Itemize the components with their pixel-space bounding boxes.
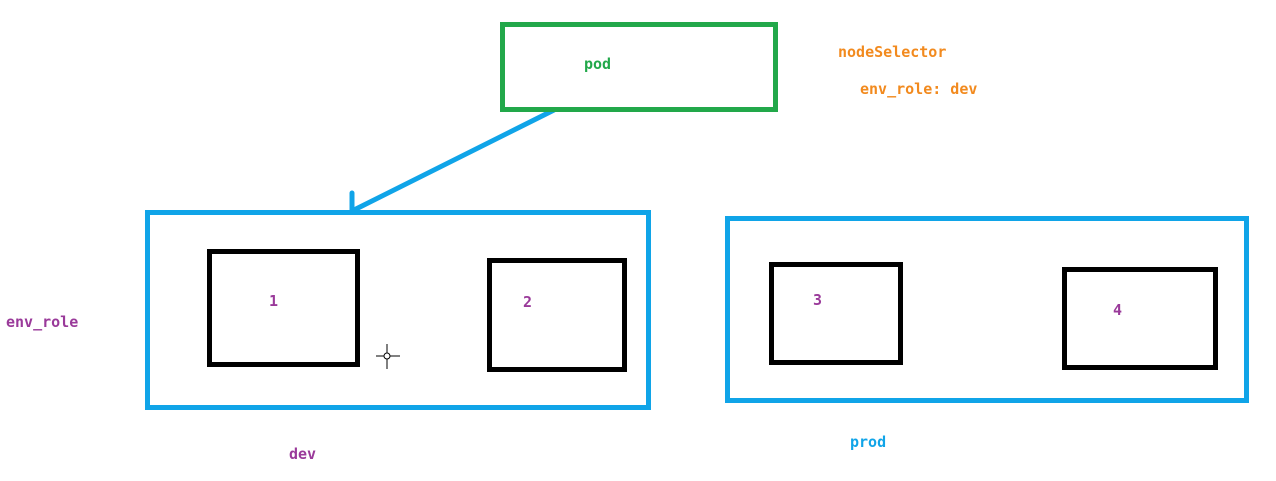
node-box-1[interactable]	[207, 249, 360, 367]
group-label-dev: dev	[289, 445, 317, 463]
group-box-dev[interactable]	[145, 210, 651, 410]
pod-box[interactable]	[500, 22, 778, 112]
node-label-4: 4	[1113, 301, 1123, 319]
node-selector-rule: env_role: dev	[860, 80, 978, 98]
group-box-prod[interactable]	[725, 216, 1249, 403]
node-selector-title: nodeSelector	[838, 43, 947, 61]
node-box-4[interactable]	[1062, 267, 1218, 370]
pod-to-dev-connector	[349, 107, 557, 215]
pod-label: pod	[584, 55, 612, 73]
node-box-2[interactable]	[487, 258, 627, 372]
group-label-prod: prod	[850, 433, 887, 451]
node-label-1: 1	[269, 292, 279, 310]
node-label-2: 2	[523, 293, 533, 311]
node-label-3: 3	[813, 291, 823, 309]
node-box-3[interactable]	[769, 262, 903, 365]
label-key: env_role	[6, 313, 79, 331]
